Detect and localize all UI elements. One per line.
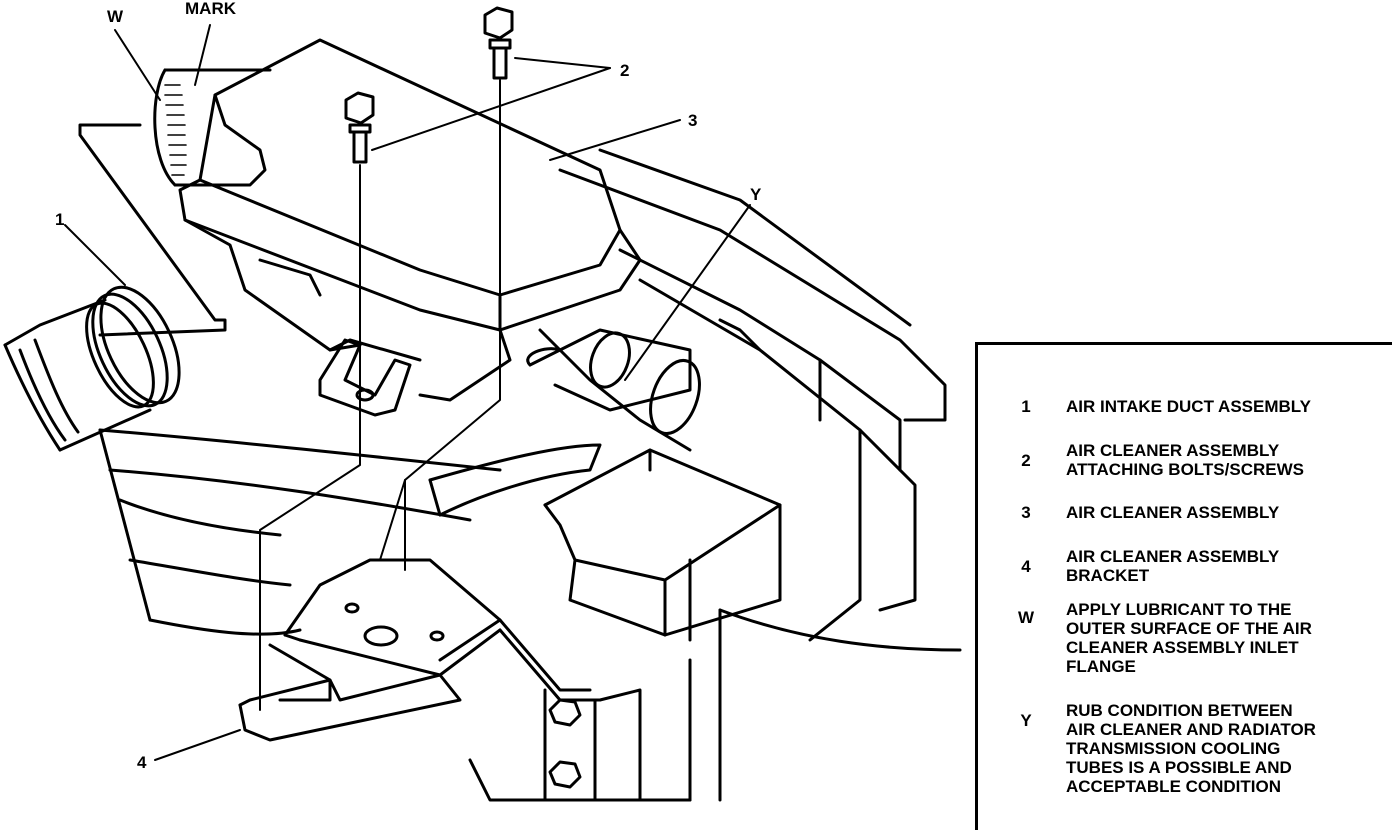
air-intake-duct	[3, 285, 181, 452]
radiator-support	[538, 148, 947, 642]
inlet-flange	[78, 68, 272, 337]
legend-key: 4	[1021, 557, 1031, 576]
lower-fasteners	[543, 688, 642, 802]
legend-text: AIR CLEANER ASSEMBLY ATTACHING BOLTS/SCR…	[1066, 441, 1304, 479]
engine-bay-outline	[98, 428, 962, 802]
legend-text: AIR INTAKE DUCT ASSEMBLY	[1066, 397, 1311, 416]
legend-key: 2	[1021, 451, 1031, 470]
lubricant-hatching	[164, 84, 187, 176]
callout-y: Y	[750, 185, 762, 204]
legend-text: APPLY LUBRICANT TO THE OUTER SURFACE OF …	[1066, 600, 1312, 676]
legend-key: W	[1017, 608, 1035, 627]
callout-3: 3	[688, 111, 697, 130]
callout-2: 2	[620, 61, 629, 80]
cooling-tube-hose	[526, 328, 701, 435]
lower-duct	[428, 443, 782, 637]
bolt-1	[483, 6, 514, 80]
legend-panel: 1 AIR INTAKE DUCT ASSEMBLY 2 AIR CLEANER…	[975, 342, 1392, 830]
legend-key: 1	[1021, 397, 1031, 416]
legend-key: Y	[1020, 711, 1032, 730]
callout-mark: MARK	[185, 0, 237, 18]
legend-key: 3	[1021, 503, 1031, 522]
leader-lines	[64, 24, 751, 761]
legend-text: AIR CLEANER ASSEMBLY BRACKET	[1066, 547, 1280, 585]
bolt-2	[344, 91, 375, 164]
legend-text: AIR CLEANER ASSEMBLY	[1066, 503, 1280, 522]
callout-1: 1	[55, 210, 64, 229]
callout-4: 4	[137, 753, 147, 772]
upper-bracket	[318, 338, 412, 417]
legend-text: RUB CONDITION BETWEEN AIR CLEANER AND RA…	[1066, 701, 1316, 796]
air-cleaner-assembly	[178, 38, 642, 402]
lower-bracket	[238, 558, 602, 742]
callout-labels: W MARK 1 2 3 4 Y	[55, 0, 762, 772]
callout-w: W	[107, 7, 124, 26]
